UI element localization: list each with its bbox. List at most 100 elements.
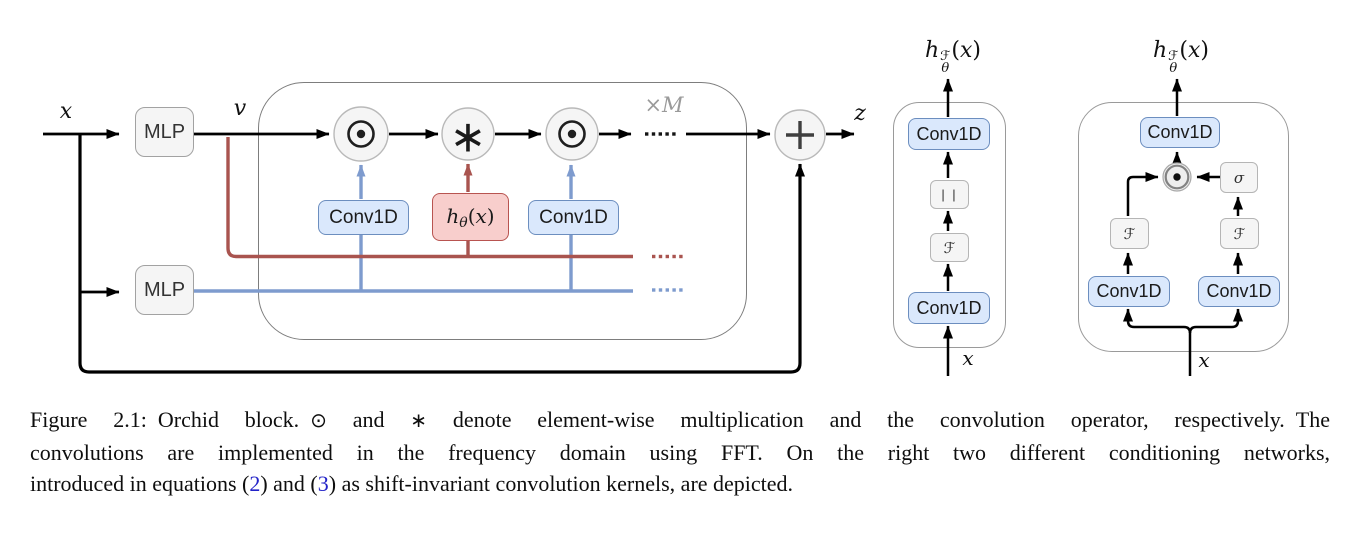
caption-text: ) as shift-invariant convolution kernels… [328,471,794,497]
cond-right-input-label: x [1198,348,1210,372]
caption-text: Figure 2.1: Orchid block. [30,407,311,432]
magnitude-label: | | [941,187,958,202]
h-sup-fourier: ℱ [940,49,951,64]
elementwise-product-node-1 [333,106,389,162]
conv1d-label: Conv1D [1096,281,1162,301]
fft-box: ℱ [930,233,969,262]
fft-label: ℱ [943,238,956,257]
odot-dot-icon [567,129,577,139]
arrow-fft-to-product [1126,172,1159,216]
kernel-base: h [446,203,460,228]
cond-net-right-frame [1078,102,1289,352]
asterisk-symbol: ∗ [410,408,428,432]
ellipsis-dots-red [652,254,683,259]
sum-node [774,109,826,161]
fft-box-left: ℱ [1110,218,1149,249]
caption-line-2: convolutions are implemented in the freq… [30,437,1330,469]
conv1d-label: Conv1D [916,297,982,318]
magnitude-box: | | [930,180,969,209]
h-sub-theta: θ [1169,61,1178,76]
cond-left-conv1d-bottom: Conv1D [908,292,990,324]
conv1d-box-a: Conv1D [318,200,409,235]
kernel-sub: θ [459,214,468,231]
kernel-var: x [475,203,487,228]
caption-text: convolutions are implemented in the freq… [30,439,1330,465]
sigma-label: σ [1233,168,1245,187]
cond-right-conv1d-br: Conv1D [1198,276,1280,307]
h-var: x [959,38,973,63]
ellipsis-dots-main [645,132,676,136]
mlp-label: MLP [143,278,186,301]
equation-3-link[interactable]: 3 [317,471,329,497]
h-sup-fourier: ℱ [1168,49,1179,64]
cond-net-left-frame [893,102,1006,348]
conv1d-label: Conv1D [329,206,398,228]
caption-text: ) and ( [260,471,318,497]
convolution-node: ∗ [441,107,495,163]
arrow-x-to-conv-bl [1123,308,1192,334]
paren-close: ) [486,203,495,228]
mlp-label: MLP [143,120,186,143]
mlp-box-bottom: MLP [135,265,194,315]
kernel-label: hθ(x) [446,204,494,231]
odot-ring-icon [1164,164,1190,190]
h-sub-theta: θ [941,61,950,76]
h-base: h [1152,38,1168,63]
cond-left-input-label: x [962,346,974,370]
paren-open: ( [1179,38,1188,63]
v-label: v [233,96,247,121]
fft-box-right: ℱ [1220,218,1259,249]
odot-symbol: ⊙ [310,408,327,432]
conv1d-label: Conv1D [1147,122,1213,142]
caption-text: denote element-wise multiplication and t… [427,407,1330,432]
odot-ring-icon [558,120,586,148]
h-var: x [1187,38,1201,63]
conv1d-box-b: Conv1D [528,200,619,235]
input-x-label: x [59,99,73,124]
blue-wires [193,164,633,293]
cond-left-conv1d-top: Conv1D [908,118,990,150]
cond-right-conv1d-bl: Conv1D [1088,276,1170,307]
orchid-block-frame [258,82,747,340]
sigma-box: σ [1220,162,1258,193]
ellipsis-dots-blue [652,288,683,292]
conv1d-label: Conv1D [539,206,608,228]
fft-label: ℱ [1233,224,1246,243]
odot-dot-icon [1173,173,1181,181]
caption-text: and [326,407,411,432]
arrow-x-to-conv-br [1188,308,1243,334]
paren-close: ) [1200,38,1209,63]
elementwise-product-node-2 [545,107,599,161]
asterisk-operator-icon: ∗ [450,112,487,163]
paren-open: ( [467,203,476,228]
conv1d-label: Conv1D [1206,281,1272,301]
connector-layer: ∗ [43,78,1243,376]
odot-dot-icon [356,129,366,139]
conv1d-label: Conv1D [916,123,982,144]
plus-icon [786,121,814,149]
kernel-box: hθ(x) [432,193,509,241]
fft-label: ℱ [1123,224,1136,243]
repeat-m-label: ×M [644,93,684,117]
caption-text: introduced in equations ( [30,471,250,497]
caption-line-3: introduced in equations (2) and (3) as s… [30,468,1330,500]
paren-open: ( [951,38,960,63]
figure-caption: Figure 2.1: Orchid block. ⊙ and ∗ denote… [30,404,1330,500]
paren-close: ) [972,38,981,63]
red-wires [226,137,633,259]
z-label: z [854,101,866,126]
caption-line-1: Figure 2.1: Orchid block. ⊙ and ∗ denote… [30,404,1330,437]
skip-connection-line [78,134,805,374]
red-bus-line [226,137,633,259]
odot-ring-icon [347,120,375,148]
black-wires [43,129,855,374]
mlp-box-top: MLP [135,107,194,157]
cond-right-conv1d-top: Conv1D [1140,117,1220,148]
equation-2-link[interactable]: 2 [249,471,261,497]
cond-right-wires [1123,78,1243,376]
